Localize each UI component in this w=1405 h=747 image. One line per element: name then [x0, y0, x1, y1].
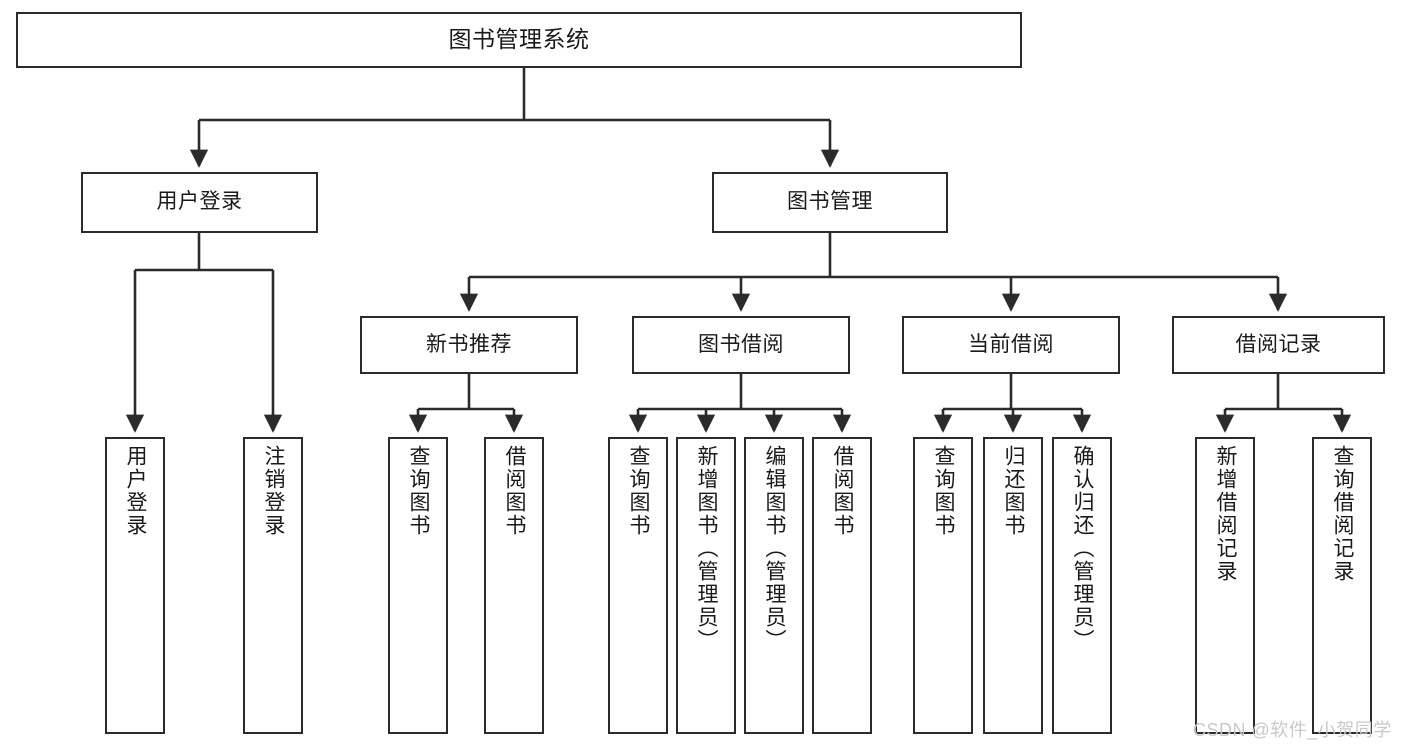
- watermark: CSDN @软件_小贺同学: [1193, 720, 1392, 740]
- leaf-query-book-current[interactable]: 查询图书: [913, 437, 973, 734]
- leaf-return-book-label: 归还图书: [1002, 445, 1026, 537]
- leaf-query-borrow-record-label: 查询借阅记录: [1331, 445, 1355, 583]
- node-book-management-label: 图书管理: [787, 190, 873, 214]
- node-book-borrow-label: 图书借阅: [698, 332, 784, 356]
- node-book-management[interactable]: 图书管理: [712, 172, 948, 233]
- leaf-borrow-book-recommend[interactable]: 借阅图书: [484, 437, 544, 734]
- leaf-edit-book-admin[interactable]: 编辑图书（管理员）: [744, 437, 804, 734]
- node-root[interactable]: 图书管理系统: [16, 12, 1022, 68]
- leaf-confirm-return-admin[interactable]: 确认归还（管理员）: [1052, 437, 1112, 734]
- leaf-query-borrow-record[interactable]: 查询借阅记录: [1312, 437, 1372, 734]
- leaf-user-login[interactable]: 用户登录: [105, 437, 165, 734]
- leaf-add-book-admin[interactable]: 新增图书（管理员）: [676, 437, 736, 734]
- leaf-query-book-current-label: 查询图书: [932, 445, 956, 537]
- leaf-borrow-book-label: 借阅图书: [831, 445, 855, 537]
- leaf-borrow-book[interactable]: 借阅图书: [812, 437, 872, 734]
- leaf-query-book-recommend[interactable]: 查询图书: [388, 437, 448, 734]
- node-user-login-label: 用户登录: [156, 190, 243, 214]
- node-new-book-recommend[interactable]: 新书推荐: [360, 316, 578, 374]
- node-current-borrow[interactable]: 当前借阅: [902, 316, 1120, 374]
- leaf-query-book-borrow[interactable]: 查询图书: [608, 437, 668, 734]
- node-borrow-record[interactable]: 借阅记录: [1172, 316, 1385, 374]
- node-borrow-record-label: 借阅记录: [1235, 332, 1322, 356]
- leaf-query-book-borrow-label: 查询图书: [627, 445, 651, 537]
- leaf-user-logout[interactable]: 注销登录: [243, 437, 303, 734]
- leaf-add-borrow-record[interactable]: 新增借阅记录: [1195, 437, 1255, 734]
- leaf-user-login-label: 用户登录: [124, 445, 148, 537]
- leaf-query-book-recommend-label: 查询图书: [407, 445, 431, 537]
- leaf-confirm-return-admin-label: 确认归还（管理员）: [1071, 445, 1095, 652]
- node-root-label: 图书管理系统: [448, 26, 590, 53]
- node-current-borrow-label: 当前借阅: [968, 332, 1054, 356]
- node-book-borrow[interactable]: 图书借阅: [632, 316, 850, 374]
- node-new-book-recommend-label: 新书推荐: [426, 332, 512, 356]
- leaf-add-book-admin-label: 新增图书（管理员）: [695, 445, 719, 652]
- leaf-add-borrow-record-label: 新增借阅记录: [1214, 445, 1238, 583]
- leaf-borrow-book-recommend-label: 借阅图书: [503, 445, 527, 537]
- node-user-login[interactable]: 用户登录: [81, 172, 318, 233]
- leaf-return-book[interactable]: 归还图书: [983, 437, 1043, 734]
- leaf-user-logout-label: 注销登录: [262, 445, 286, 537]
- leaf-edit-book-admin-label: 编辑图书（管理员）: [763, 445, 787, 652]
